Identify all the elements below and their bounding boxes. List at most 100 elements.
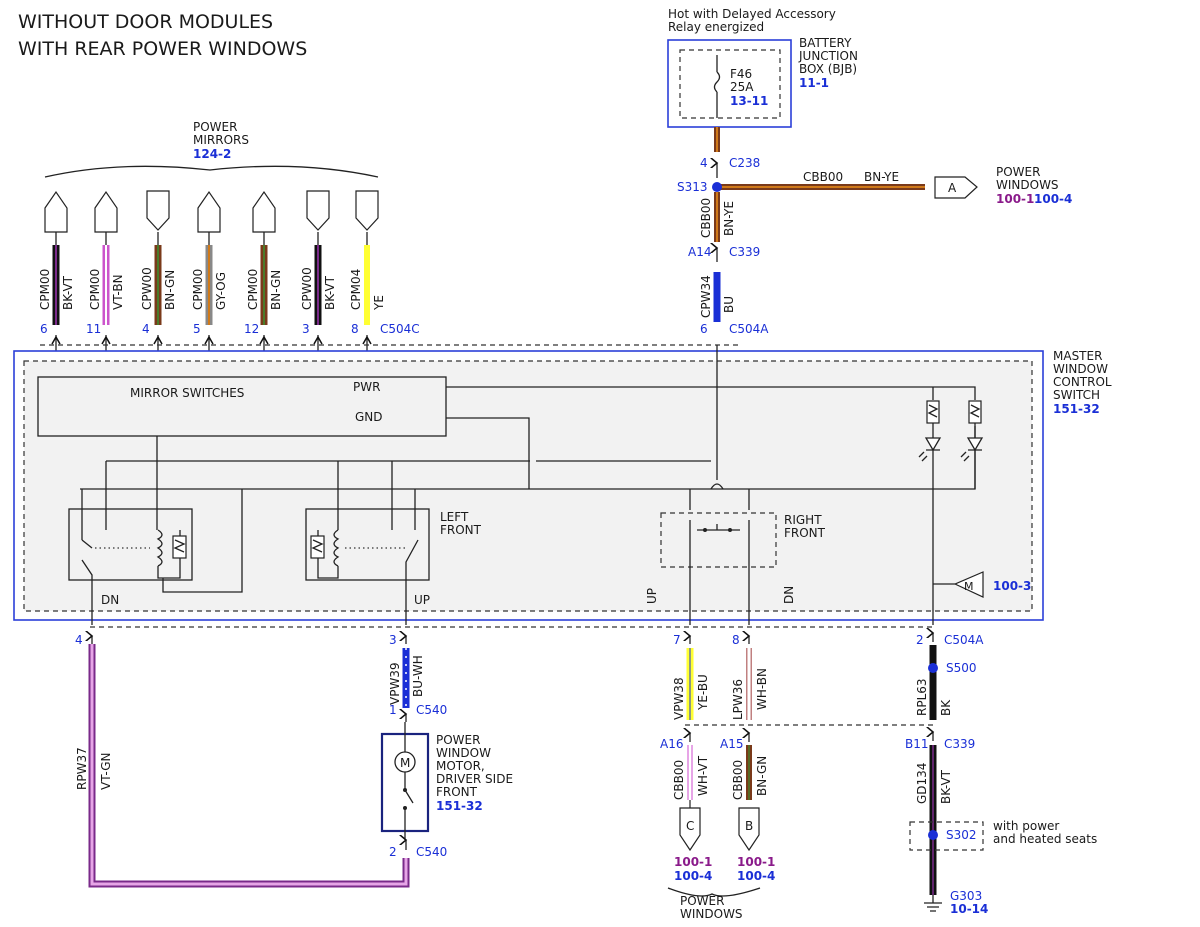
mirror-wire-pin: 4: [142, 322, 150, 336]
mirror-wire-circuit: CPM04: [349, 269, 363, 310]
pwr-bus: [446, 386, 976, 400]
mirror-wire-pin: 5: [193, 322, 201, 336]
lf-up-pin: 3: [389, 633, 397, 647]
g303-label: G303: [950, 889, 982, 903]
mirror-wire-color: VT-BN: [111, 274, 125, 310]
rpw37-circuit: RPW37: [75, 747, 89, 790]
pw-right-label-1: POWER: [996, 165, 1040, 179]
cpw34-circuit: CPW34: [699, 275, 713, 318]
mirror-connector: [146, 190, 170, 231]
bjb-label-2: JUNCTION: [798, 49, 858, 63]
fuse-amps: 25A: [730, 80, 754, 94]
motor-ref: 151-32: [436, 799, 483, 813]
mirror-wire-pin: 3: [302, 322, 310, 336]
bjb-box: [667, 39, 792, 128]
gd134-circuit: GD134: [915, 763, 929, 804]
s302-note-1: with power: [993, 819, 1059, 833]
right-front-label-2: FRONT: [784, 526, 826, 540]
rf-up-label: UP: [645, 588, 659, 604]
c540-label2: C540: [416, 845, 447, 859]
pw-right-ref1: 100-1: [996, 192, 1034, 206]
mirror-wire-pin: 11: [86, 322, 101, 336]
connector-c: [679, 800, 701, 852]
s302-option-box: [909, 821, 984, 851]
mirror-connector: [197, 190, 221, 233]
lf-up-label: UP: [414, 593, 430, 607]
a15-pin: A15: [720, 737, 743, 751]
pw-bottom-label-2: WINDOWS: [680, 907, 743, 921]
s500-label: S500: [946, 661, 977, 675]
a16-pin: A16: [660, 737, 683, 751]
motor-label-1: POWER: [436, 733, 480, 747]
c540-pin2: 2: [389, 845, 397, 859]
rf-dn-pin: 8: [732, 633, 740, 647]
left-front-label-2: FRONT: [440, 523, 482, 537]
motor-symbol-text: M: [400, 756, 410, 770]
g303-ref: 10-14: [950, 902, 988, 916]
vpw38-color: YE-BU: [696, 674, 710, 711]
bjb-inner: [679, 49, 781, 119]
pw-bottom-ref2-a: 100-4: [674, 869, 712, 883]
c504c-label: C504C: [380, 322, 420, 336]
mirror-switches-block: [37, 376, 447, 437]
mirror-wire-color: YE: [372, 295, 386, 311]
mirror-connector: [252, 190, 276, 233]
mirror-wire-color: BN-GN: [163, 270, 177, 310]
c540-pin1: 1: [389, 703, 397, 717]
mirror-connector: [44, 190, 68, 233]
c540-label1: C540: [416, 703, 447, 717]
connector-a-label: A: [948, 181, 957, 195]
rf-dn-lower-color: BN-GN: [755, 756, 769, 796]
motor-label-4: DRIVER SIDE: [436, 772, 513, 786]
led-resistor-2: [968, 400, 982, 424]
mirror-connector: [94, 190, 118, 233]
c339-label: C339: [729, 245, 760, 259]
lf-dn-pin: 4: [75, 633, 83, 647]
mirror-wire-circuit: CPM00: [191, 269, 205, 310]
mirror-wire-color: BN-GN: [269, 270, 283, 310]
mirrors-label-2: MIRRORS: [193, 133, 249, 147]
pw-bottom-ref1-b: 100-1: [737, 855, 775, 869]
left-front-switch-2: [305, 508, 430, 581]
master-label-2: WINDOW: [1053, 362, 1108, 376]
master-feed: [710, 345, 724, 490]
c238-label: C238: [729, 156, 760, 170]
lpw36-circuit: LPW36: [731, 679, 745, 720]
mirror-connector: [306, 190, 330, 231]
gnd-c504a: C504A: [944, 633, 984, 647]
mirror-wire-circuit: CPM00: [38, 269, 52, 310]
connector-c-label: C: [686, 819, 694, 833]
rpw37-color: VT-GN: [99, 753, 113, 790]
gnd-pin: 2: [916, 633, 924, 647]
right-front-label-1: RIGHT: [784, 513, 822, 527]
feed-cbb-color: BN-YE: [722, 201, 736, 236]
vpw39-circuit: VPW39: [388, 662, 402, 705]
master-ref: 151-32: [1053, 402, 1100, 416]
rf-up-lower-circuit: CBB00: [672, 760, 686, 800]
rf-up-lower-color: WH-VT: [696, 755, 710, 796]
mirror-wire-circuit: CPW00: [140, 267, 154, 310]
pw-right-color: BN-YE: [864, 170, 899, 184]
mirror-connector: [355, 190, 379, 231]
right-front-switch: [660, 512, 777, 568]
s302-note-2: and heated seats: [993, 832, 1097, 846]
lf-dn-label: DN: [101, 593, 119, 607]
cpw34-color: BU: [722, 296, 736, 313]
mirror-wire-circuit: CPM00: [246, 269, 260, 310]
b11-pin: B11: [905, 737, 929, 751]
pw-bottom-label-1: POWER: [680, 894, 724, 908]
gnd-c339: C339: [944, 737, 975, 751]
motor-label-3: MOTOR,: [436, 759, 485, 773]
rpl63-circuit: RPL63: [915, 678, 929, 716]
power-note-line2: Relay energized: [668, 20, 764, 34]
motor-label-2: WINDOW: [436, 746, 491, 760]
splice-s500: [928, 663, 938, 673]
left-front-switch: [68, 508, 193, 581]
vpw38-circuit: VPW38: [672, 677, 686, 720]
rf-dn-lower-circuit: CBB00: [731, 760, 745, 800]
s302-label: S302: [946, 828, 977, 842]
rf-dn-label: DN: [782, 586, 796, 604]
pw-right-label-2: WINDOWS: [996, 178, 1059, 192]
